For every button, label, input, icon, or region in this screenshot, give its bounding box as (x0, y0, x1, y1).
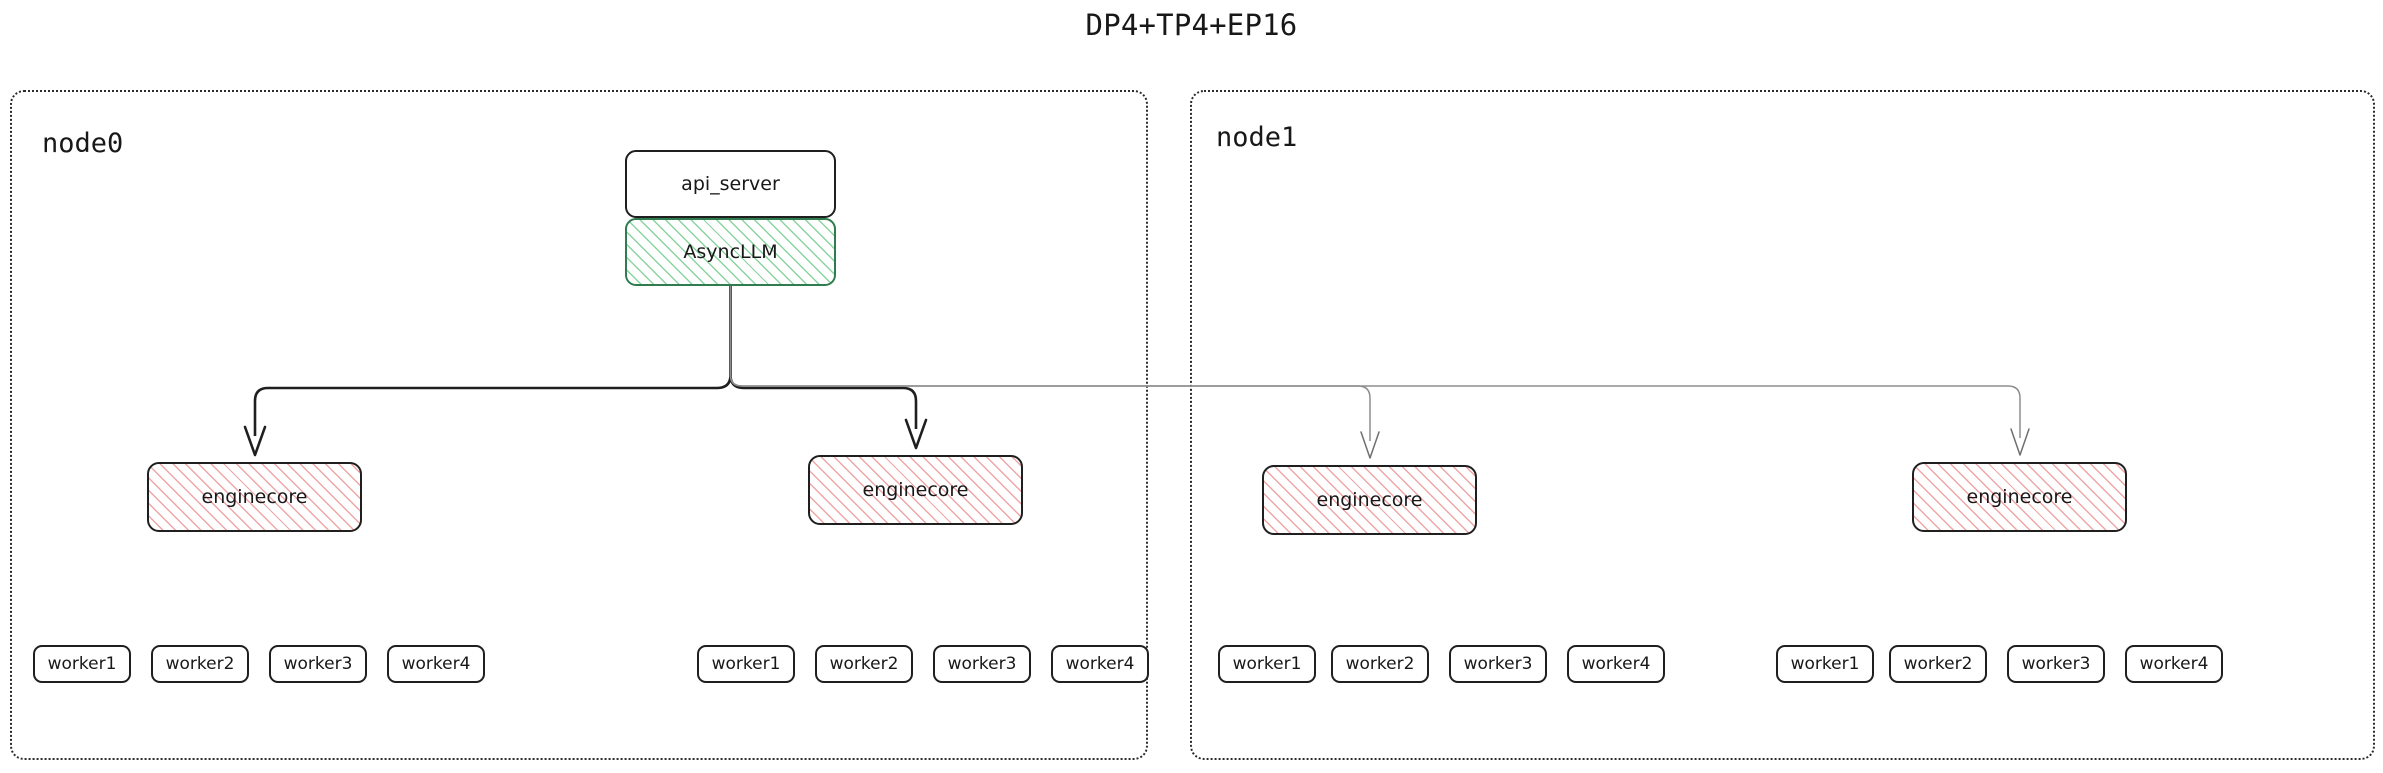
node-node1-g2-worker1[interactable]: worker1 (1776, 645, 1874, 683)
node-node1-enginecore-1[interactable]: enginecore (1262, 465, 1477, 535)
node-node1-g2-worker2[interactable]: worker2 (1889, 645, 1987, 683)
node-node0-g1-worker3[interactable]: worker3 (269, 645, 367, 683)
node-node1-g2-worker3[interactable]: worker3 (2007, 645, 2105, 683)
diagram-title: DP4+TP4+EP16 (1085, 8, 1298, 42)
node-node1-g2-worker4[interactable]: worker4 (2125, 645, 2223, 683)
node-node0-enginecore-1[interactable]: enginecore (147, 462, 362, 532)
node-node1-g1-worker1[interactable]: worker1 (1218, 645, 1316, 683)
node-node0-g2-worker2[interactable]: worker2 (815, 645, 913, 683)
cluster-node1[interactable] (1190, 90, 2375, 760)
node-asyncllm[interactable]: AsyncLLM (625, 218, 836, 286)
node-node1-enginecore-2[interactable]: enginecore (1912, 462, 2127, 532)
node-node0-g1-worker2[interactable]: worker2 (151, 645, 249, 683)
edge-asyncllm-trunk (253, 286, 732, 436)
node-node1-g1-worker4[interactable]: worker4 (1567, 645, 1665, 683)
node-node0-g1-worker4[interactable]: worker4 (387, 645, 485, 683)
node-node0-enginecore-2[interactable]: enginecore (808, 455, 1023, 525)
node-node0-g2-worker3[interactable]: worker3 (933, 645, 1031, 683)
node-node1-g1-worker3[interactable]: worker3 (1449, 645, 1547, 683)
edge-asyncllm-to-engine2 (729, 286, 918, 429)
node-node0-g2-worker4[interactable]: worker4 (1051, 645, 1149, 683)
node-api-server[interactable]: api_server (625, 150, 836, 218)
node-node0-g1-worker1[interactable]: worker1 (33, 645, 131, 683)
cluster-node0-label: node0 (42, 128, 124, 159)
edge-asyncllm-to-node1-engine2 (729, 286, 2021, 438)
edge-asyncllm-to-node1-engine1 (729, 286, 1371, 441)
arrowhead-node1-enginecore1 (1360, 431, 1380, 459)
arrowhead-node1-enginecore2 (2010, 428, 2030, 456)
arrowhead-node0-enginecore2 (904, 418, 928, 450)
cluster-node0[interactable] (10, 90, 1148, 760)
cluster-node1-label: node1 (1216, 122, 1298, 153)
node-node1-g1-worker2[interactable]: worker2 (1331, 645, 1429, 683)
arrowhead-node0-enginecore1 (243, 425, 267, 457)
node-node0-g2-worker1[interactable]: worker1 (697, 645, 795, 683)
